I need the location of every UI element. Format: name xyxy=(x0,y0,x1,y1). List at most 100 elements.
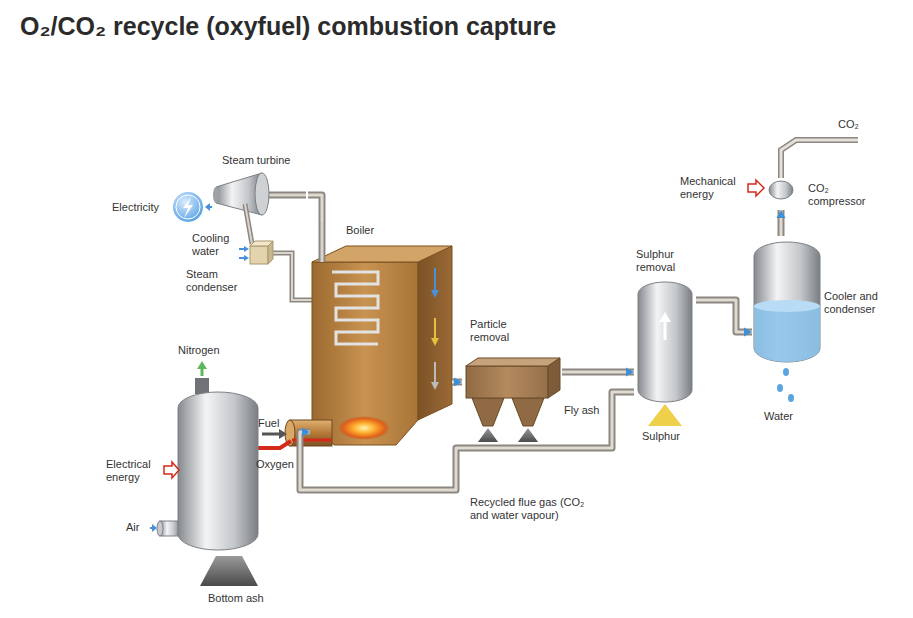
stream-label: Sulphur xyxy=(642,430,692,443)
equipment-node: Steam turbine xyxy=(210,152,308,218)
stream-label: Fuel xyxy=(258,417,288,430)
equipment-label: Sulphur removal xyxy=(636,248,694,273)
electricity-symbol xyxy=(172,191,212,223)
boiler-drawing xyxy=(434,318,436,340)
particle-removal-drawing xyxy=(478,428,498,442)
boiler-drawing xyxy=(434,268,436,292)
steam-condenser-drawing xyxy=(245,204,252,244)
air-separation-unit-drawing xyxy=(195,378,209,394)
cooler-condenser-drawing xyxy=(783,368,789,376)
electricity-symbol xyxy=(205,203,210,211)
cooler-condenser-drawing xyxy=(788,394,794,402)
steam-condenser-drawing xyxy=(244,255,249,261)
equipment-label: Particle removal xyxy=(470,318,526,343)
stream-label: Cooling water xyxy=(192,232,238,257)
stream-label: Fly ash xyxy=(564,404,608,417)
co2-compressor-drawing xyxy=(748,140,858,199)
equipment-label: Boiler xyxy=(346,224,406,237)
steam-condenser-drawing xyxy=(245,204,252,244)
stream-label: Steam condenser xyxy=(186,268,242,293)
particle-removal-drawing xyxy=(472,398,504,426)
equipment-label: CO₂ compressor xyxy=(808,182,872,207)
co2-compressor-drawing xyxy=(769,181,793,199)
sulphur-removal-drawing xyxy=(648,404,682,426)
boiler-drawing xyxy=(338,416,390,440)
electricity-symbol xyxy=(172,191,204,223)
boiler-drawing xyxy=(431,338,439,346)
electricity-symbol xyxy=(176,195,200,219)
equipment-node: CO₂ compressor xyxy=(766,172,874,210)
stream-label: Air xyxy=(126,521,148,534)
pipe-inner xyxy=(562,371,634,374)
boiler-drawing xyxy=(431,290,439,298)
steam-condenser-drawing xyxy=(268,241,273,264)
particle-removal-drawing xyxy=(466,366,548,398)
equipment-label: Steam turbine xyxy=(222,154,306,167)
pipe-outline xyxy=(778,210,785,236)
flow-arrowhead xyxy=(454,378,462,387)
stream-label: Nitrogen xyxy=(178,344,228,357)
boiler-drawing xyxy=(434,362,436,384)
fuel-arrow xyxy=(279,429,287,439)
pipe-outline xyxy=(300,392,634,490)
steam-condenser-drawing xyxy=(268,253,312,300)
equipment-node: Sulphur removal xyxy=(634,246,696,404)
pipe-label: Recycled flue gas (CO₂ and water vapour) xyxy=(470,496,592,521)
equipment-label: Cooler and condenser xyxy=(824,290,886,315)
equipment-node: Boiler xyxy=(310,222,452,448)
boiler-drawing xyxy=(321,222,324,262)
boiler-drawing xyxy=(332,272,378,344)
cooler-condenser-drawing xyxy=(754,306,820,362)
particle-removal-drawing xyxy=(548,358,560,398)
flow-arrowhead xyxy=(626,368,634,377)
equipment-node: Cooler and condenser xyxy=(752,236,888,364)
boiler-drawing xyxy=(312,246,452,262)
boiler-drawing xyxy=(418,246,452,420)
fuel-arrow xyxy=(262,429,287,439)
cooler-condenser-drawing xyxy=(754,300,820,362)
steam-turbine-drawing xyxy=(213,173,306,215)
sulphur-removal-drawing xyxy=(659,312,671,322)
cooler-condenser-drawing xyxy=(777,384,783,392)
steam-turbine-drawing xyxy=(268,192,306,199)
pipe-connector xyxy=(777,210,786,236)
pipe-outline xyxy=(308,195,322,222)
pipe-outline xyxy=(562,369,634,376)
stream-label: Electricity xyxy=(112,201,170,214)
pipe-connector xyxy=(452,378,462,387)
steam-turbine-drawing xyxy=(213,187,219,203)
flow-arrowhead xyxy=(744,328,752,337)
cooler-condenser-drawing xyxy=(754,300,820,312)
co2-compressor-drawing xyxy=(781,140,858,178)
pipe-outline xyxy=(696,300,752,332)
pipe-connector xyxy=(300,392,634,490)
equipment-node: Particle removal xyxy=(462,316,562,430)
oxygen-pipe xyxy=(258,441,291,448)
stream-label: Bottom ash xyxy=(208,592,278,605)
stream-label: Oxygen xyxy=(256,458,296,471)
particle-removal-drawing xyxy=(466,358,560,442)
boiler-drawing xyxy=(312,222,452,445)
diagram-title: O₂/CO₂ recycle (oxyfuel) combustion capt… xyxy=(20,12,556,41)
stream-label: Mechanical energy xyxy=(680,175,742,200)
steam-condenser-drawing xyxy=(244,246,249,252)
oxygen-pipe xyxy=(258,441,291,448)
steam-turbine-drawing xyxy=(268,194,306,197)
stream-label: Water xyxy=(764,410,804,423)
steam-condenser-drawing xyxy=(239,204,312,300)
air-separation-unit-drawing xyxy=(152,524,157,532)
boiler-drawing xyxy=(319,222,326,262)
pipe-connector xyxy=(562,368,634,377)
co2-compressor-drawing xyxy=(781,140,858,178)
pipe-inner xyxy=(308,195,322,222)
pipe-inner xyxy=(300,392,634,490)
particle-removal-drawing xyxy=(466,358,560,366)
air-separation-unit-drawing xyxy=(150,361,258,586)
sulphur-removal-drawing xyxy=(638,282,692,426)
pipe-inner xyxy=(696,300,752,332)
stream-label: Electrical energy xyxy=(106,458,160,483)
pipe-connector xyxy=(696,300,752,337)
flow-arrowhead xyxy=(302,428,310,437)
sulphur-removal-drawing xyxy=(638,282,692,402)
